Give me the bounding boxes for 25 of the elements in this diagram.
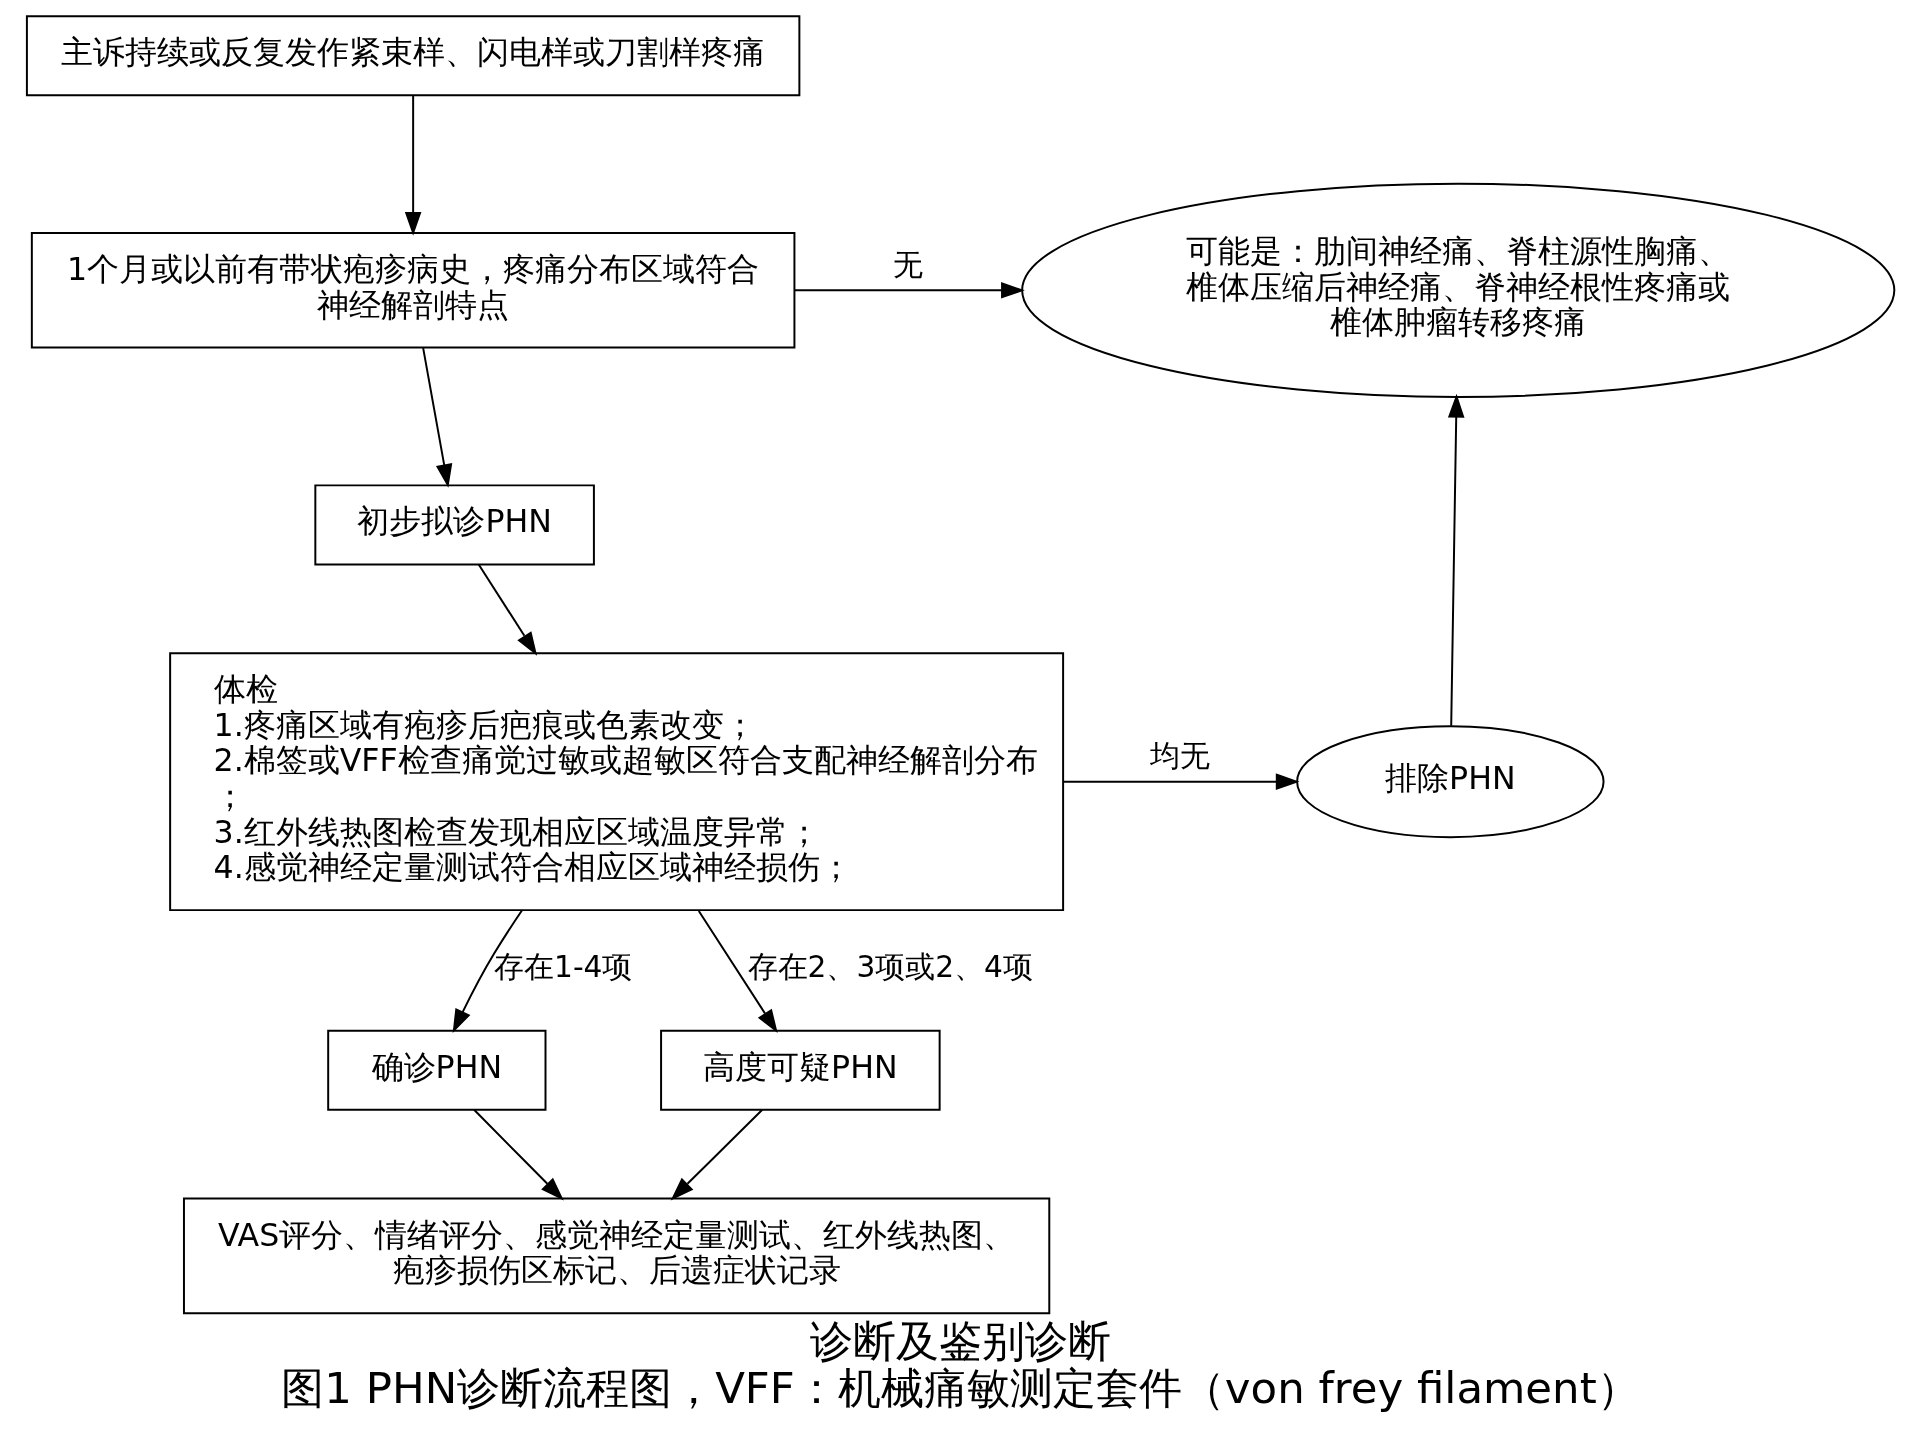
arrow	[452, 909, 523, 1033]
arrow	[404, 94, 421, 236]
arrow	[477, 563, 537, 656]
arrow	[1061, 773, 1300, 791]
arrow	[1447, 393, 1464, 727]
caption: 图1 PHN诊断流程图，VFF：机械痛敏测定套件（von frey filament）	[280, 1363, 1640, 1414]
node-box: 高度可疑PHN	[659, 1029, 941, 1111]
node-box: 体检 1.疼痛区域有疱疹后疤痕或色素改变； 2.棉签或VFF检查痛觉过敏或超敏区符合支配神经解剖分布； 3.红外线热图检查发现相应区域温度异常； 4.感觉神经定量测试符合相应区域神经损伤；	[168, 652, 1064, 912]
diagram-title: 诊断及鉴别诊断	[809, 1315, 1111, 1366]
node-box: 初步拟诊PHN	[313, 484, 595, 566]
arrow	[793, 282, 1025, 299]
arrow	[697, 909, 778, 1034]
node-box: 主诉持续或反复发作紧束样、闪电样或刀割样疼痛	[25, 15, 800, 97]
arrow	[670, 1108, 763, 1201]
arrow	[421, 347, 452, 488]
node-box: 1个月或以前有带状疱疹病史，疼痛分布区域符合神经解剖特点	[30, 232, 795, 349]
edge-label: 均无	[1149, 737, 1210, 773]
node-ellipse: 可能是：肋间神经痛、脊柱源性胸痛、椎体压缩后神经痛、脊神经根性疼痛或椎体肿瘤转移疼痛	[1020, 182, 1895, 398]
node-ellipse: 排除PHN	[1295, 725, 1605, 839]
edge-label: 无	[892, 246, 923, 282]
node-box: VAS评分、情绪评分、感觉神经定量测试、红外线热图、疱疹损伤区标记、后遗症状记录	[182, 1197, 1050, 1315]
node-box: 确诊PHN	[326, 1029, 546, 1111]
edge-label: 存在1-4项	[493, 949, 632, 985]
arrow	[472, 1108, 564, 1201]
edge-label: 存在2、3项或2、4项	[747, 949, 1033, 985]
